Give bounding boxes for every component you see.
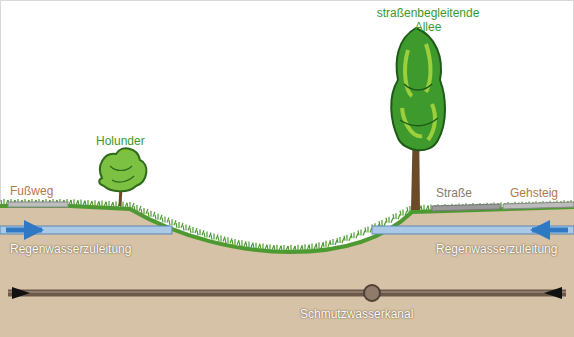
road-label: Straße xyxy=(436,186,472,200)
grass-tuft xyxy=(281,245,288,251)
grass-tuft xyxy=(183,224,190,230)
grass-tuft xyxy=(267,244,274,250)
grass-tuft xyxy=(239,240,246,246)
grass-tuft xyxy=(162,216,169,222)
grass-tuft xyxy=(190,227,197,233)
grass-tuft xyxy=(1,199,8,205)
sidewalk-slab xyxy=(503,202,574,209)
flow-arrow xyxy=(12,287,30,299)
road-slab xyxy=(432,204,500,211)
grass-tuft xyxy=(197,229,204,235)
grass-tuft xyxy=(386,217,393,223)
pipe-label: Regenwasserzuleitung xyxy=(436,242,557,256)
manhole xyxy=(364,285,380,301)
grass-tuft xyxy=(246,242,253,248)
grass-tuft xyxy=(225,237,232,243)
grass-tuft xyxy=(218,236,225,242)
tree xyxy=(391,28,445,210)
grass-tuft xyxy=(204,231,211,237)
grass-tuft xyxy=(127,202,134,208)
grass-tuft xyxy=(92,200,99,206)
grass-tuft xyxy=(78,200,85,206)
grass-tuft xyxy=(253,243,260,249)
grass-tuft xyxy=(141,208,148,214)
footpath-slab xyxy=(8,202,68,207)
grass-tuft xyxy=(393,213,400,219)
grass-tuft xyxy=(155,214,162,220)
grass-tuft xyxy=(323,241,330,247)
grass-tuft xyxy=(134,205,141,211)
grass-tuft xyxy=(85,200,92,206)
tree-label: straßenbegleitende Allee xyxy=(368,6,488,35)
grass-tuft xyxy=(400,210,407,216)
grass-tuft xyxy=(302,244,309,250)
grass-tuft xyxy=(99,201,106,207)
grass-tuft xyxy=(421,205,428,211)
grass-tuft xyxy=(295,245,302,251)
grass-tuft xyxy=(176,222,183,228)
soil xyxy=(0,206,574,337)
sewer-pipe xyxy=(8,290,566,297)
grass-tuft xyxy=(288,245,295,251)
grass-tuft xyxy=(309,243,316,249)
rainwater-pipe xyxy=(0,226,172,234)
pipe-label: Regenwasserzuleitung xyxy=(10,242,131,256)
sidewalk-label: Gehsteig xyxy=(510,186,558,200)
grass-tuft xyxy=(344,235,351,241)
rainwater-pipe xyxy=(372,226,574,234)
bush-label: Holunder xyxy=(96,134,145,148)
grass-tuft xyxy=(148,211,155,217)
path-label: Fußweg xyxy=(10,184,53,198)
sewer-pipe-highlight xyxy=(8,291,566,293)
grass-tuft xyxy=(358,229,365,235)
grass-tuft xyxy=(274,245,281,251)
flow-arrow xyxy=(6,228,42,233)
grass-tuft xyxy=(211,234,218,240)
grass-tuft xyxy=(71,199,78,205)
grass-tuft xyxy=(379,220,386,226)
grass-tuft xyxy=(260,243,267,249)
grass-tuft xyxy=(351,232,358,238)
grass-tuft xyxy=(365,226,372,232)
flow-arrow xyxy=(532,228,568,233)
grass-tuft xyxy=(316,242,323,248)
grass-tuft xyxy=(330,239,337,245)
sewer-label: Schmutzwasserkanal xyxy=(300,307,413,321)
grass-tuft xyxy=(232,239,239,245)
grass-tuft xyxy=(337,237,344,243)
grass-tuft xyxy=(106,201,113,207)
elder-bush xyxy=(99,148,146,206)
grass-tuft xyxy=(169,219,176,225)
flow-arrow xyxy=(544,287,562,299)
